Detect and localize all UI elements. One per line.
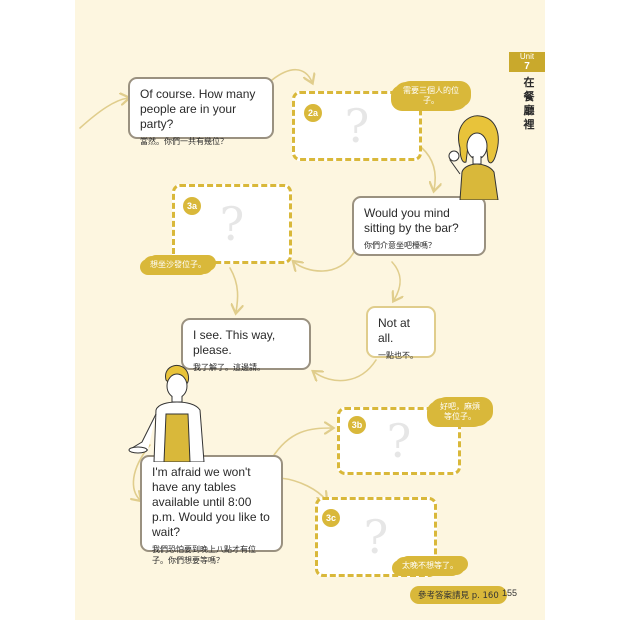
arrow-q3-q4 xyxy=(314,359,377,381)
dialog-box-q1: Of course. How many people are in your p… xyxy=(128,77,274,146)
dialog-en: Of course. How many people are in your p… xyxy=(140,87,256,131)
waiter-illustration xyxy=(128,365,205,462)
arrow-3a-q4 xyxy=(229,267,238,312)
question-mark-icon: ? xyxy=(386,414,412,468)
blank-badge-2a: 2a xyxy=(304,104,322,122)
answer-reference: 參考答案請見 p. 160 xyxy=(410,586,507,604)
dialog-box-q5: I'm afraid we won't have any tables avai… xyxy=(140,455,283,565)
page-number: 155 xyxy=(502,588,518,598)
dialog-zh: 你們介意坐吧檯嗎？ xyxy=(364,241,436,250)
customer-woman-illustration xyxy=(448,115,499,200)
dialog-zh: 我了解了。這邊請。 xyxy=(193,363,265,372)
arrow-q2-3a xyxy=(294,249,356,271)
dialog-zh: 當然。你們一共有幾位？ xyxy=(140,137,228,146)
dialog-en: Not at all. xyxy=(378,316,411,345)
question-mark-icon: ? xyxy=(363,510,389,564)
blank-badge-3a: 3a xyxy=(183,197,201,215)
dialog-box-q4: I see. This way, please. 我了解了。這邊請。 xyxy=(181,318,311,372)
unit-title: 在餐廳裡 xyxy=(523,76,535,131)
arrow-start xyxy=(79,98,128,129)
dialog-zh: 一點也不。 xyxy=(378,351,418,360)
hint-cloud-3a: 想坐沙發位子。 xyxy=(143,256,213,274)
dialog-box-q3: Not at all. 一點也不。 xyxy=(366,306,436,360)
hint-cloud-3c: 太晚不想等了。 xyxy=(395,557,465,575)
dialog-en: I'm afraid we won't have any tables avai… xyxy=(152,465,270,539)
dialog-en: I see. This way, please. xyxy=(193,328,276,357)
answer-blank-3a[interactable]: ? xyxy=(172,184,292,264)
dialog-zh: 我們恐怕要到晚上八點才有位子。你們想要等嗎？ xyxy=(152,545,256,565)
unit-number: 7 xyxy=(524,61,530,72)
arrow-q1-2a xyxy=(271,68,312,82)
hint-cloud-3b: 好吧，麻煩等位子。 xyxy=(430,398,490,426)
arrow-2a-q2 xyxy=(421,147,435,190)
dialog-en: Would you mind sitting by the bar? xyxy=(364,206,459,235)
blank-badge-3c: 3c xyxy=(322,509,340,527)
unit-label: Unit xyxy=(519,52,535,61)
question-mark-icon: ? xyxy=(344,99,370,153)
blank-badge-3b: 3b xyxy=(348,416,366,434)
arrow-q2-q3 xyxy=(391,261,400,300)
answer-blank-3b[interactable]: ? xyxy=(337,407,461,475)
unit-tab: Unit 7 xyxy=(509,52,545,72)
hint-cloud-2a: 需要三個人的位子。 xyxy=(394,82,468,110)
dialog-box-q2: Would you mind sitting by the bar? 你們介意坐… xyxy=(352,196,486,256)
arrow-q5-3b xyxy=(271,428,332,459)
question-mark-icon: ? xyxy=(219,197,245,251)
